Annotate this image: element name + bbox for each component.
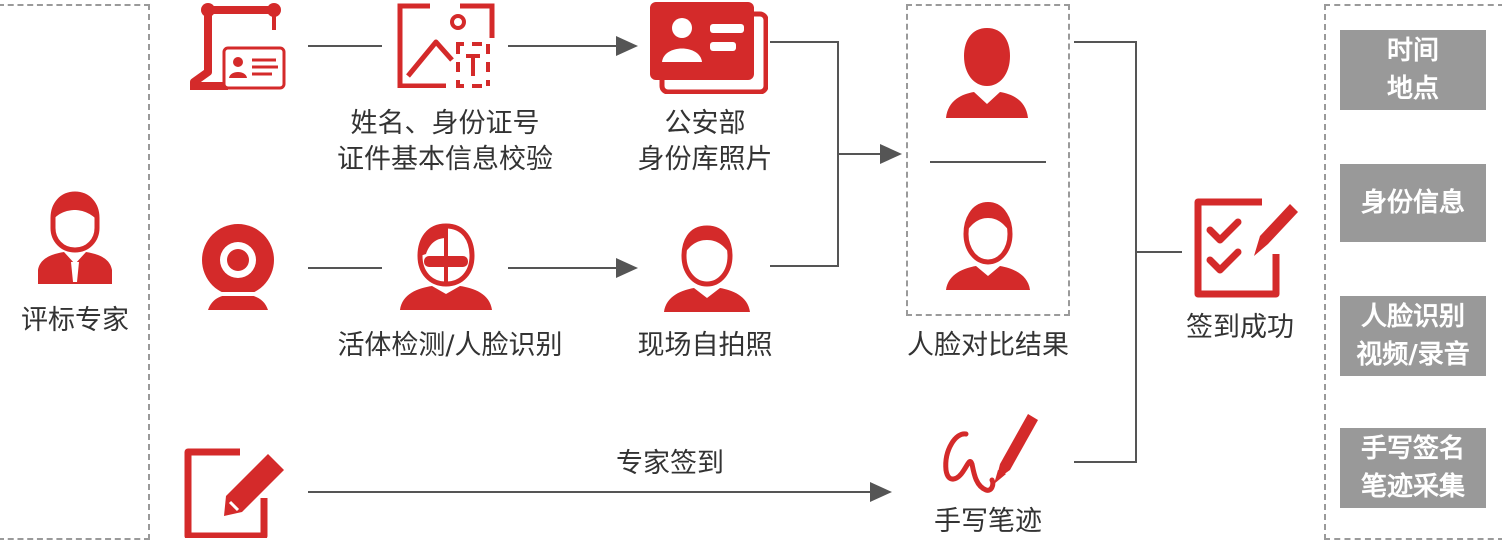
tag-handwriting-capture: 笔迹采集	[1360, 472, 1465, 502]
selfie-label: 现场自拍照	[637, 330, 773, 361]
expert-signin-flow-label: 专家签到	[616, 448, 724, 479]
tag-location: 地点	[1386, 74, 1439, 104]
tag-video-audio: 视频/录音	[1356, 340, 1470, 370]
webcam-icon	[202, 224, 274, 310]
expert-avatar-icon	[38, 191, 112, 284]
id-card-reader-icon	[190, 3, 286, 90]
tag-face: 人脸识别	[1360, 302, 1465, 332]
compare-result-label: 人脸对比结果	[907, 330, 1069, 361]
tag-handwritten-signature: 手写签名	[1360, 434, 1465, 464]
tag-identity: 身份信息	[1360, 188, 1465, 218]
id-photo-person-icon	[946, 28, 1028, 118]
handwriting-label: 手写笔迹	[934, 506, 1042, 537]
tag-face-video: 人脸识别 视频/录音	[1340, 296, 1486, 376]
live-photo-person-icon	[946, 202, 1030, 290]
edit-pen-icon	[184, 448, 284, 538]
basic-info-line2: 证件基本信息校验	[337, 144, 553, 175]
police-photo-label: 公安部 身份库照片	[600, 106, 810, 178]
face-compare-panel	[906, 4, 1070, 316]
basic-info-line1: 姓名、身份证号	[350, 108, 540, 139]
face-recognition-icon	[400, 223, 492, 310]
signature-pen-icon	[943, 414, 1038, 493]
expert-label: 评标专家	[21, 305, 129, 336]
police-line2: 身份库照片	[637, 144, 773, 175]
basic-info-check-label: 姓名、身份证号 证件基本信息校验	[310, 106, 580, 178]
police-line1: 公安部	[664, 108, 746, 139]
tag-time: 时间	[1386, 36, 1439, 66]
signin-success-label: 签到成功	[1186, 312, 1294, 343]
id-card-icon	[650, 2, 768, 94]
selfie-person-icon	[664, 225, 750, 312]
tag-time-location: 时间 地点	[1340, 30, 1486, 110]
tag-signature: 手写签名 笔迹采集	[1340, 428, 1486, 508]
image-ocr-icon	[397, 3, 495, 88]
checklist-icon	[1194, 198, 1298, 298]
liveness-label: 活体检测/人脸识别	[337, 330, 563, 361]
tag-identity-info: 身份信息	[1340, 164, 1486, 242]
